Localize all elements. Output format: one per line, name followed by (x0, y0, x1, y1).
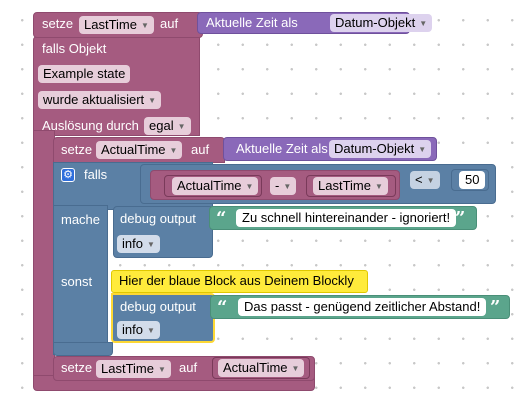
chevron-down-icon: ▼ (146, 240, 155, 249)
time-format-dropdown[interactable]: Datum-Objekt▼ (330, 14, 433, 32)
to-label: auf (191, 142, 210, 157)
debug-output-label: debug output (120, 299, 196, 314)
object-id-field[interactable]: Example state (38, 65, 131, 83)
chevron-down-icon: ▼ (177, 122, 186, 131)
time-format-dropdown[interactable]: Datum-Objekt▼ (329, 140, 432, 158)
chevron-down-icon: ▼ (148, 96, 157, 105)
variable-dropdown-actualtime[interactable]: ActualTime▼ (172, 177, 259, 195)
debug-output-label: debug output (120, 211, 196, 226)
chevron-down-icon: ▼ (245, 182, 254, 191)
variable-dropdown-lasttime[interactable]: LastTime▼ (313, 177, 388, 195)
if-label: falls (84, 167, 108, 182)
comment-text: Hier der blaue Block aus Deinem Blockly (119, 273, 354, 288)
else-label: sonst (61, 274, 93, 289)
open-quote-icon: “ (217, 297, 228, 318)
log-level-dropdown[interactable]: info▼ (117, 321, 160, 339)
variable-dropdown-actualtime[interactable]: ActualTime▼ (96, 141, 183, 159)
chevron-down-icon: ▼ (283, 182, 292, 191)
trigger-by-dropdown[interactable]: egal▼ (144, 117, 191, 135)
chevron-down-icon: ▼ (418, 145, 427, 154)
chevron-down-icon: ▼ (291, 364, 300, 373)
trigger-block-left-rail (33, 130, 55, 380)
chevron-down-icon: ▼ (169, 146, 178, 155)
log-level-dropdown[interactable]: info▼ (117, 235, 160, 253)
do-label: mache (61, 212, 101, 227)
set-keyword: setze (61, 142, 93, 157)
chevron-down-icon: ▼ (140, 21, 149, 30)
number-field[interactable]: 50 (459, 171, 485, 189)
current-time-label: Aktuelle Zeit als (206, 15, 298, 30)
gear-icon[interactable]: ⚙ (61, 168, 75, 182)
current-time-label: Aktuelle Zeit als (236, 141, 328, 156)
comparison-dropdown[interactable]: <▼ (410, 171, 440, 189)
if-else-left-rail (53, 205, 108, 355)
close-quote-icon: ” (455, 208, 466, 229)
operator-dropdown[interactable]: -▼ (270, 177, 297, 195)
comment-note (111, 270, 368, 293)
event-dropdown[interactable]: wurde aktualisiert▼ (38, 91, 162, 109)
text-field[interactable]: Das passt - genügend zeitlicher Abstand! (238, 298, 487, 316)
chevron-down-icon: ▼ (157, 365, 166, 374)
chevron-down-icon: ▼ (146, 326, 155, 335)
variable-dropdown-lasttime[interactable]: LastTime▼ (79, 16, 154, 34)
open-quote-icon: “ (216, 208, 227, 229)
trigger-by-label: Auslösung durch (42, 118, 139, 133)
variable-dropdown-lasttime[interactable]: LastTime▼ (96, 360, 171, 378)
trigger-title: falls Objekt (42, 41, 107, 56)
close-quote-icon: ” (490, 297, 501, 318)
to-label: auf (160, 16, 179, 31)
to-label: auf (179, 360, 198, 375)
if-else-bottom (53, 342, 113, 356)
set-keyword: setze (61, 360, 93, 375)
text-field[interactable]: Zu schnell hintereinander - ignoriert! (236, 209, 457, 227)
set-keyword: setze (42, 16, 74, 31)
chevron-down-icon: ▼ (374, 182, 383, 191)
chevron-down-icon: ▼ (419, 19, 428, 28)
chevron-down-icon: ▼ (426, 176, 435, 185)
variable-dropdown-actualtime[interactable]: ActualTime▼ (218, 359, 305, 377)
